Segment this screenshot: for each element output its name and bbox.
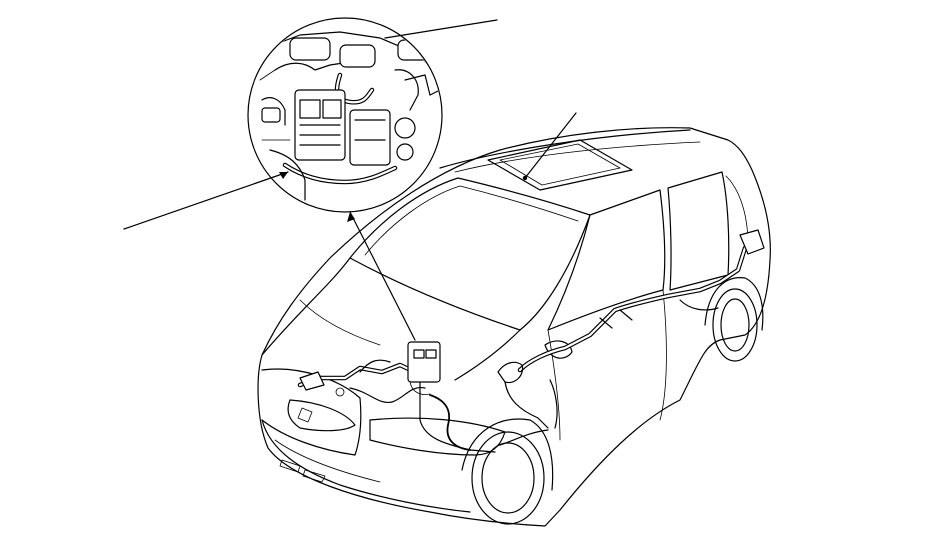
leader-line-2 bbox=[123, 171, 289, 230]
callout-leaders bbox=[123, 19, 577, 230]
detail-magnifier bbox=[247, 17, 443, 341]
car-body bbox=[257, 127, 771, 527]
leader-line-1 bbox=[384, 19, 498, 39]
leader-line-3 bbox=[524, 112, 577, 179]
body-harness bbox=[497, 229, 765, 446]
engine-bay-harness bbox=[297, 341, 496, 453]
